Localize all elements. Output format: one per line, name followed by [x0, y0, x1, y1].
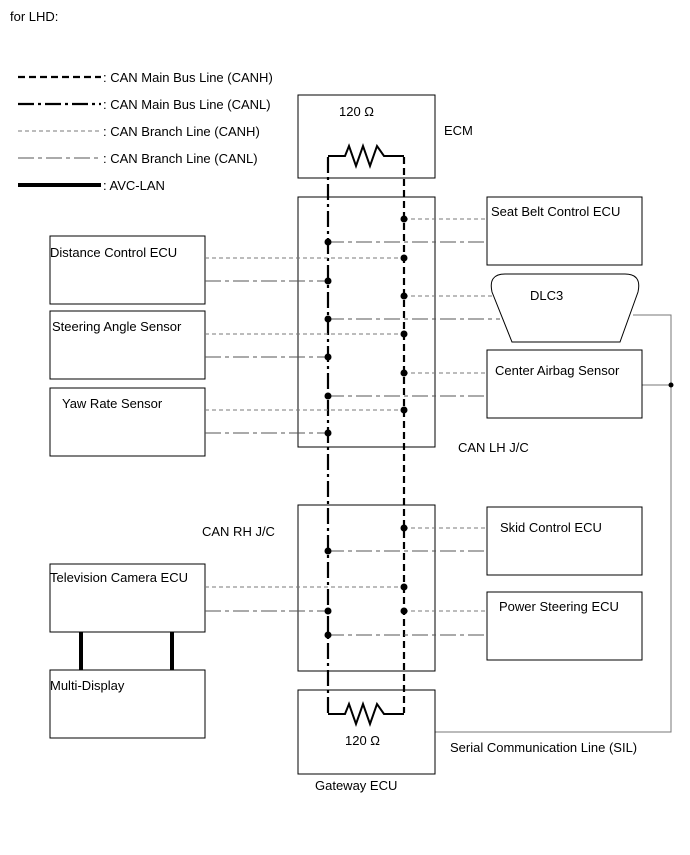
- can-lh-jc-box: [297, 196, 436, 448]
- multi-display-box: [49, 669, 206, 739]
- legend-label-can-main-canh: : CAN Main Bus Line (CANH): [103, 70, 273, 85]
- junction-dot: [400, 330, 408, 338]
- television-camera-ecu-box: [49, 563, 206, 633]
- junction-dot: [400, 524, 408, 532]
- center-airbag-sensor-label: Center Airbag Sensor: [495, 363, 620, 378]
- yaw-rate-sensor-box: [49, 387, 206, 457]
- junction-dot: [324, 547, 332, 555]
- canl-junction-dots: [324, 238, 332, 639]
- distance-control-ecu-label: Distance Control ECU: [50, 245, 177, 260]
- junction-dot: [400, 215, 408, 223]
- dlc3-label: DLC3: [530, 288, 563, 303]
- gateway-ecu-label: Gateway ECU: [315, 778, 397, 793]
- junction-dot: [324, 238, 332, 246]
- junction-dot: [324, 353, 332, 361]
- header-text: for LHD:: [10, 9, 58, 24]
- junction-dot: [324, 631, 332, 639]
- seat-belt-control-ecu-label: Seat Belt Control ECU: [491, 204, 620, 219]
- ecm-box: [297, 94, 436, 179]
- junction-dot: [324, 392, 332, 400]
- sil-line: [434, 314, 672, 733]
- junction-dot: [324, 429, 332, 437]
- gateway-resistor-label: 120 Ω: [345, 733, 380, 748]
- junction-dot: [324, 607, 332, 615]
- ecm-resistor-label: 120 Ω: [339, 104, 374, 119]
- television-camera-ecu-label: Television Camera ECU: [50, 570, 188, 585]
- ecm-terminating-resistor: [328, 142, 404, 170]
- legend-label-can-main-canl: : CAN Main Bus Line (CANL): [103, 97, 271, 112]
- legend: : CAN Main Bus Line (CANH) : CAN Main Bu…: [18, 70, 273, 193]
- junction-dot: [324, 315, 332, 323]
- junction-dot: [400, 369, 408, 377]
- sil-junction-dot: [668, 382, 674, 388]
- legend-label-can-branch-canl: : CAN Branch Line (CANL): [103, 151, 258, 166]
- gateway-ecu-box: [297, 689, 436, 775]
- can-rh-jc-label: CAN RH J/C: [202, 524, 275, 539]
- distance-control-ecu-box: [49, 235, 206, 305]
- skid-control-ecu-box: [486, 506, 643, 576]
- legend-label-avc-lan: : AVC-LAN: [103, 178, 165, 193]
- yaw-rate-sensor-label: Yaw Rate Sensor: [62, 396, 163, 411]
- junction-dot: [400, 254, 408, 262]
- ecm-label: ECM: [444, 123, 473, 138]
- can-lh-jc-label: CAN LH J/C: [458, 440, 529, 455]
- power-steering-ecu-label: Power Steering ECU: [499, 599, 619, 614]
- dlc3-connector: [490, 273, 640, 343]
- sil-label: Serial Communication Line (SIL): [450, 740, 637, 755]
- center-airbag-sensor-box: [486, 349, 643, 419]
- steering-angle-sensor-label: Steering Angle Sensor: [52, 319, 182, 334]
- steering-angle-sensor-box: [49, 310, 206, 380]
- junction-dot: [400, 406, 408, 414]
- junction-dot: [400, 583, 408, 591]
- junction-dot: [400, 292, 408, 300]
- seat-belt-control-ecu-box: [486, 196, 643, 266]
- legend-label-can-branch-canh: : CAN Branch Line (CANH): [103, 124, 260, 139]
- gateway-terminating-resistor: [328, 700, 404, 728]
- can-rh-jc-box: [297, 504, 436, 672]
- multi-display-label: Multi-Display: [50, 678, 125, 693]
- junction-dot: [400, 607, 408, 615]
- junction-dot: [324, 277, 332, 285]
- power-steering-ecu-box: [486, 591, 643, 661]
- canh-junction-dots: [400, 215, 408, 615]
- skid-control-ecu-label: Skid Control ECU: [500, 520, 602, 535]
